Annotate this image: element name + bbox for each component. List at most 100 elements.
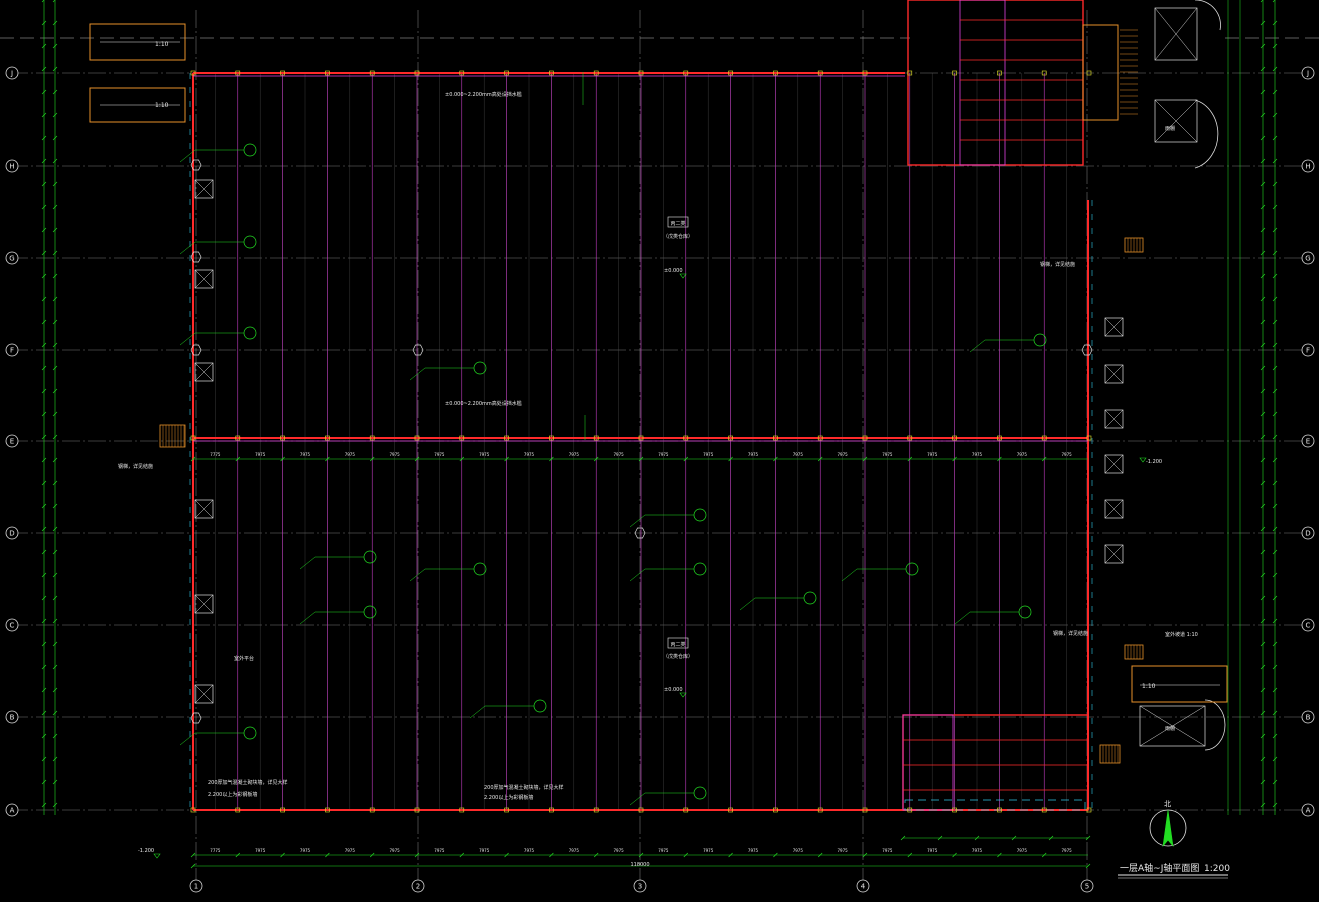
ramp-scale-label: 1:10 — [155, 41, 169, 48]
dim-tick — [1272, 20, 1278, 26]
dim-tick — [907, 456, 913, 462]
elevation-value: -1.200 — [1146, 459, 1162, 465]
total-dimension: 118000 — [630, 862, 649, 868]
dim-tick — [1272, 319, 1278, 325]
hydrant-symbol — [634, 527, 646, 539]
dim-tick — [52, 227, 58, 233]
callout-leader — [629, 568, 646, 582]
axis-bubble — [5, 803, 19, 817]
dim-tick — [52, 733, 58, 739]
dim-tick — [1272, 802, 1278, 808]
hydrant-symbol — [190, 159, 202, 171]
bay-dimension-label: 7975 — [927, 452, 938, 457]
dim-tick — [862, 852, 868, 858]
callout-leader — [629, 792, 646, 806]
dim-tick — [1272, 457, 1278, 463]
dim-tick — [728, 852, 733, 858]
room-code: 丙二类 — [670, 641, 685, 648]
dim-tick — [41, 526, 47, 532]
dim-tick — [52, 89, 58, 95]
dim-tick — [52, 365, 58, 371]
dim-tick — [41, 135, 47, 141]
north-arrow-needle — [1162, 809, 1174, 847]
dim-tick — [1272, 158, 1278, 164]
room-code: 丙二类 — [670, 220, 685, 227]
axis-label: 1 — [194, 883, 198, 891]
vent-box — [1104, 409, 1124, 429]
column-marker — [280, 807, 285, 813]
dim-tick — [41, 664, 47, 670]
dim-tick — [1272, 549, 1278, 555]
bay-dimension-label: 7975 — [793, 848, 804, 853]
annotation-label: 200厚加气混凝土砌块墙，详见大样 — [484, 784, 564, 791]
column-marker — [593, 435, 599, 441]
axis-bubble — [1080, 879, 1094, 893]
bay-dimension-label: 7975 — [479, 848, 490, 853]
wall-layer — [159, 0, 1226, 811]
column-marker — [549, 435, 554, 441]
column-marker — [414, 70, 420, 76]
dim-tick — [52, 66, 58, 72]
column-marker — [638, 807, 644, 813]
dim-tick — [1260, 112, 1266, 118]
callout-leader — [179, 732, 196, 746]
bay-dimension-label: 7975 — [434, 452, 445, 457]
column-marker — [862, 70, 868, 76]
platform-box — [1139, 705, 1206, 747]
dim-tick — [1260, 572, 1266, 578]
bay-dimension-label: 7975 — [658, 848, 669, 853]
dim-tick — [1260, 296, 1266, 302]
dim-tick — [52, 480, 58, 486]
elevation-mark: ±0.000 — [664, 268, 687, 279]
axis-label: 5 — [1085, 883, 1089, 891]
dim-tick — [1260, 20, 1266, 26]
axis-label: B — [1306, 714, 1311, 722]
dim-tick — [1260, 664, 1266, 670]
dim-tick — [1260, 135, 1266, 141]
dim-tick — [41, 756, 47, 762]
axis-bubble — [5, 710, 19, 724]
dim-tick — [1272, 342, 1278, 348]
axis-label: G — [9, 255, 14, 263]
dim-tick — [1260, 779, 1266, 785]
dim-tick — [41, 66, 47, 72]
axis-label: 3 — [638, 883, 642, 891]
bay-dimension-label: 7975 — [390, 848, 401, 853]
platform-cross — [1154, 7, 1198, 61]
dim-tick — [41, 342, 47, 348]
annotation-texts: ±0.000~2.200mm高处设挡水槛 ±0.000~2.200mm高处设挡水… — [118, 91, 1198, 801]
dim-tick — [41, 618, 47, 624]
axis-bubble — [1301, 710, 1315, 724]
dim-tick — [1260, 618, 1266, 624]
dim-tick — [1260, 204, 1266, 210]
dim-tick — [41, 296, 47, 302]
dim-tick — [41, 687, 47, 693]
axis-label: H — [9, 163, 14, 171]
dim-tick — [190, 456, 196, 462]
dim-tick — [1272, 733, 1278, 739]
dim-tick — [52, 20, 58, 26]
drawing-title: 一层A轴~J轴平面图 — [1120, 862, 1199, 874]
dim-tick — [41, 641, 47, 647]
vent-box — [1104, 499, 1124, 519]
elevation-mark: ±0.000 — [664, 687, 687, 698]
dim-tick — [1260, 365, 1266, 371]
dim-tick — [52, 43, 58, 49]
annotation-label: ±0.000~2.200mm高处设挡水槛 — [445, 400, 522, 407]
callout-leader — [409, 367, 426, 381]
dim-tick — [773, 456, 778, 462]
dim-tick — [1260, 227, 1266, 233]
annotation-label: 室外坡道 1:10 — [1165, 631, 1198, 638]
vent-box — [1104, 454, 1124, 474]
dim-tick — [1272, 388, 1278, 394]
elevation-mark: -1.200 — [1139, 457, 1162, 465]
dim-tick — [190, 863, 196, 869]
column-marker — [235, 435, 241, 441]
dim-tick — [52, 802, 58, 808]
dim-tick — [52, 779, 58, 785]
axis-bubble — [5, 618, 19, 632]
axis-bubble — [5, 251, 19, 265]
column-marker — [773, 70, 778, 76]
bay-dimension-label: 7975 — [838, 848, 849, 853]
symbol-layer — [179, 70, 1124, 813]
